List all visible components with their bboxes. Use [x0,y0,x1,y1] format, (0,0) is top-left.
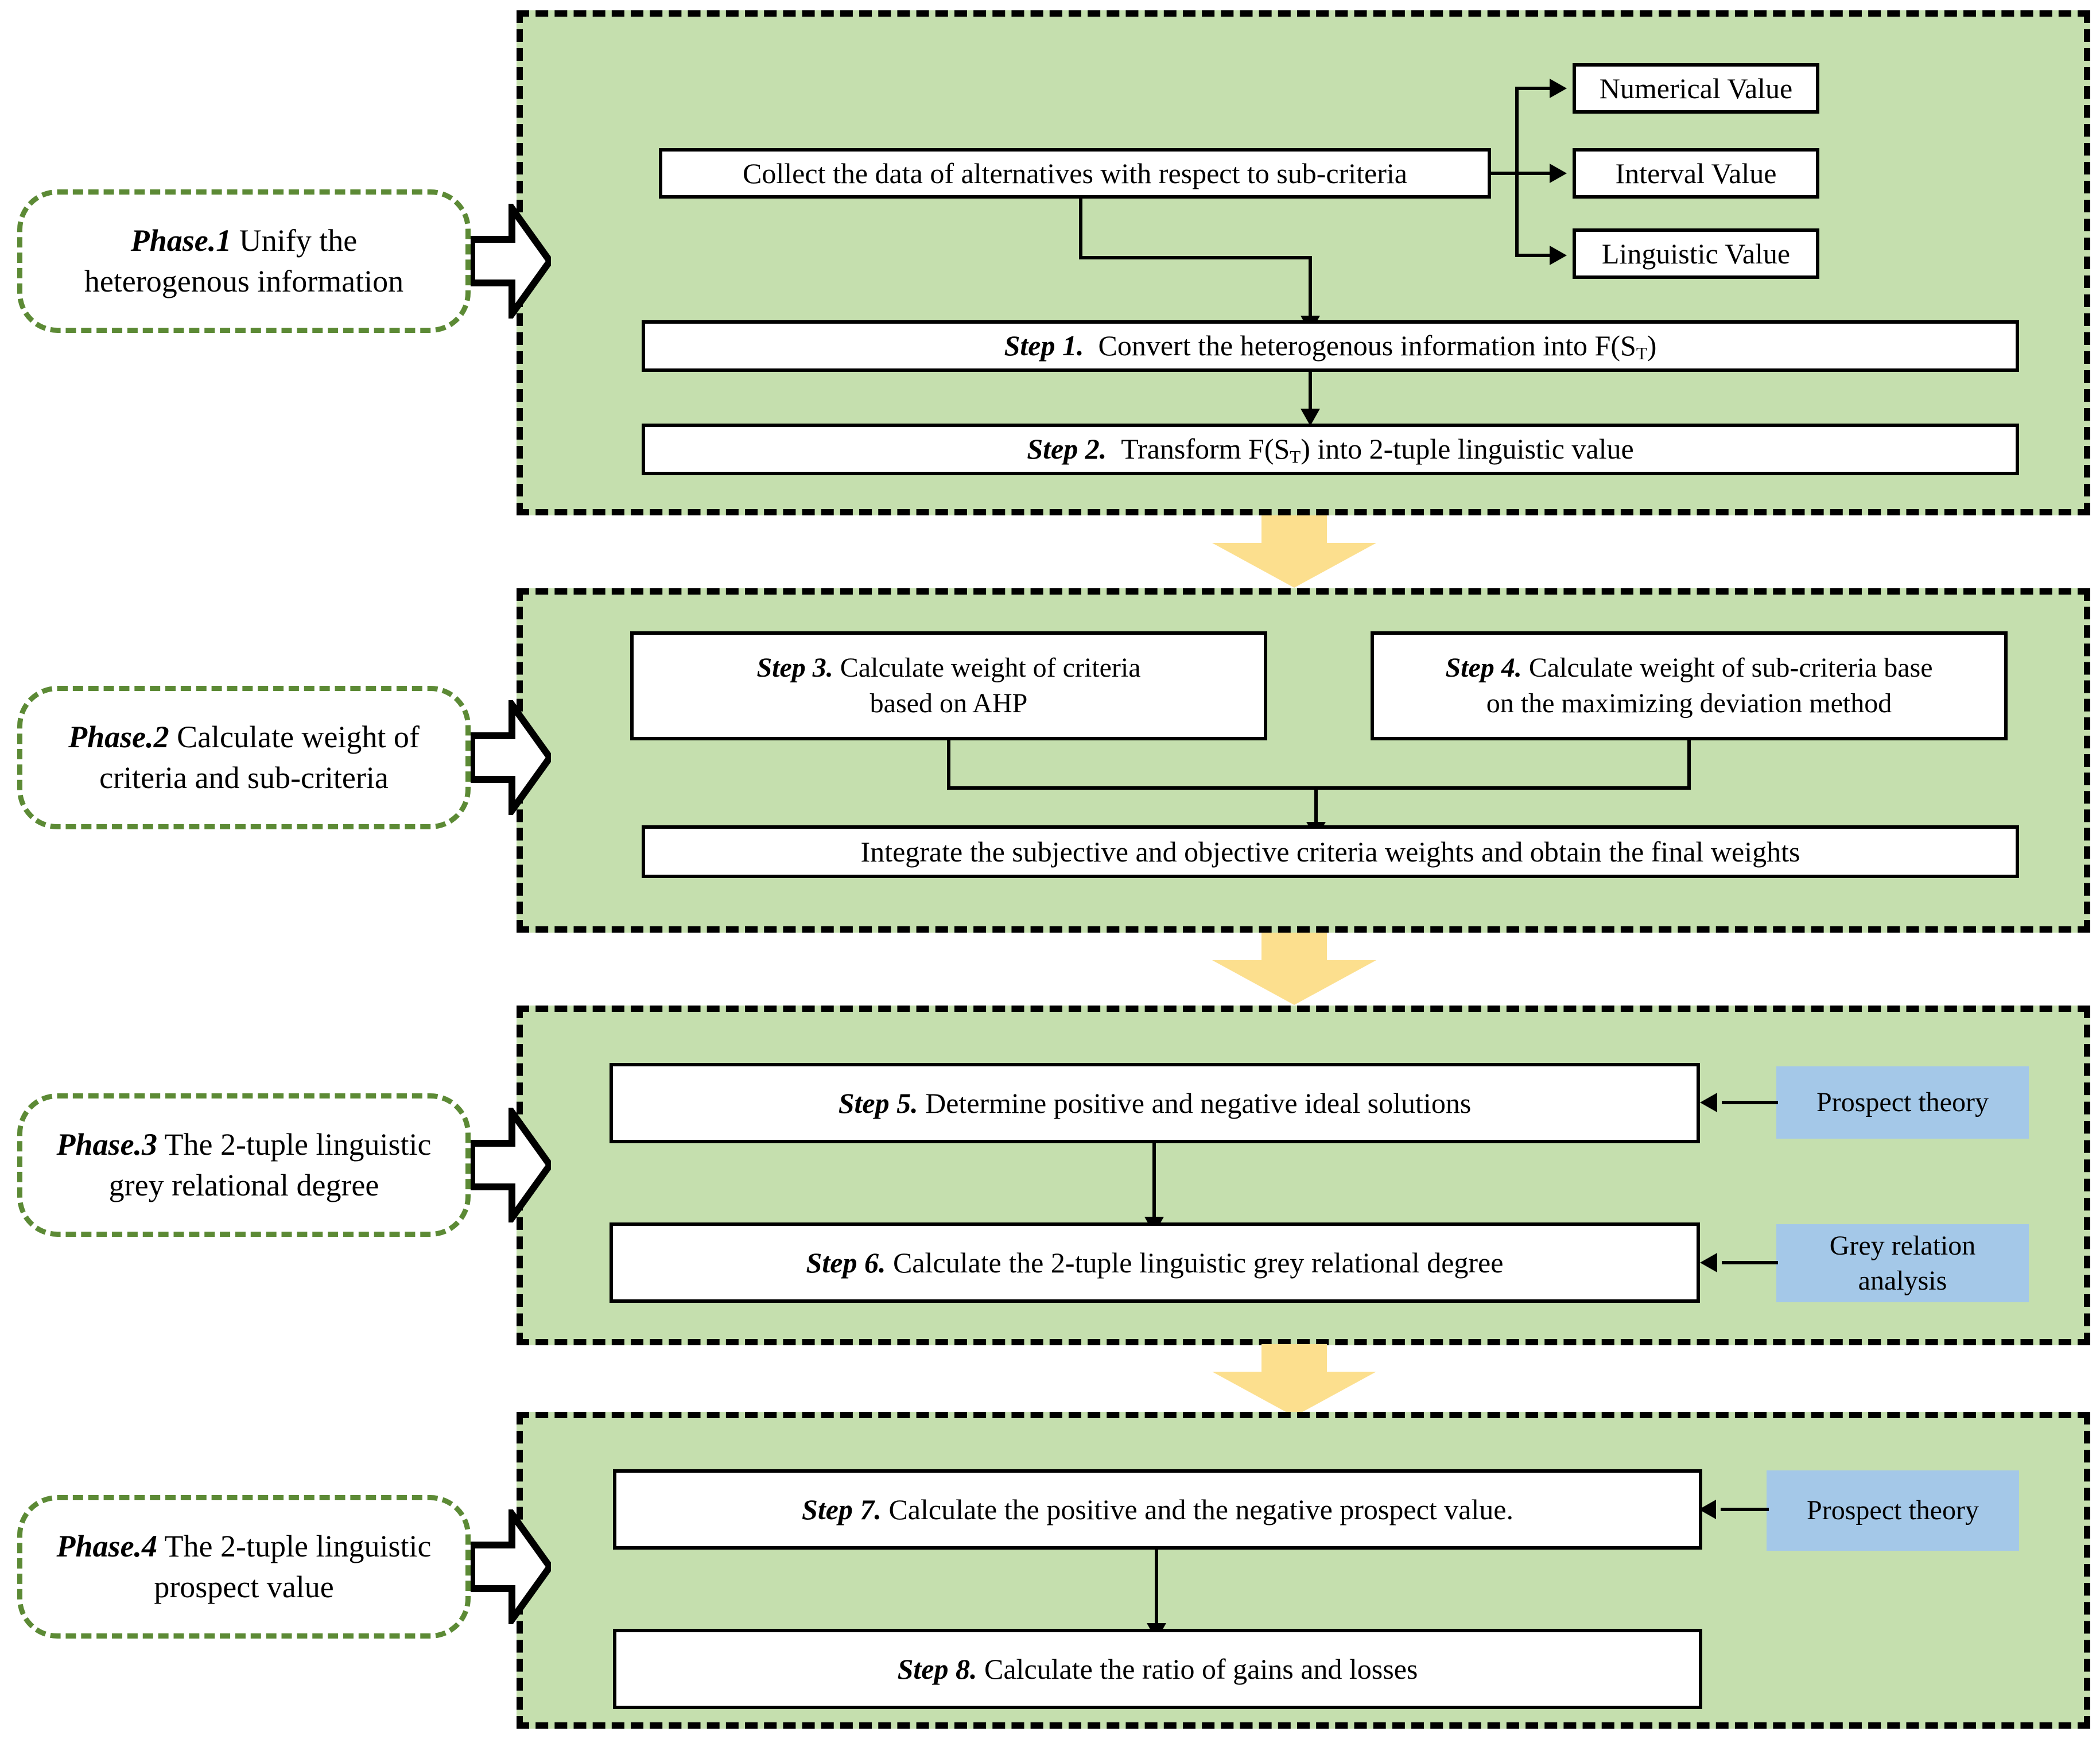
step-3-line1: Calculate weight of criteria [833,652,1141,683]
phase-2-line2: criteria and sub-criteria [99,760,389,795]
grey-relation-line1: Grey relation [1829,1230,1976,1261]
grey-relation-line2: analysis [1858,1266,1947,1296]
connector-to-numerical [1515,87,1551,90]
connector-to-interval [1515,172,1551,175]
step-7-box: Step 7. Calculate the positive and the n… [613,1469,1702,1550]
step-8-text: Calculate the ratio of gains and losses [977,1652,1418,1685]
step-1-text: Convert the heterogenous information int… [1098,329,1636,362]
phase-2-tag: Phase.2 [68,719,169,754]
prospect-theory-label-phase3: Prospect theory [1816,1087,1989,1118]
phase-3-line2: grey relational degree [108,1168,379,1202]
arrowhead-to-linguistic [1550,246,1567,265]
phase-2-line1: Calculate weight of [169,719,420,754]
step-3-line2: based on AHP [869,688,1028,719]
inter-phase-arrow-2-3-icon [1212,933,1376,1005]
arrowhead-to-interval [1550,164,1567,183]
prospect-theory-box-phase3: Prospect theory [1776,1066,2029,1139]
phase-1-line1: Unify the [231,223,358,258]
step-1-tag: Step 1. [1004,329,1084,362]
step-4-line1: Calculate weight of sub-criteria base [1521,652,1933,683]
step-7-text: Calculate the positive and the negative … [881,1493,1513,1525]
step-5-tag: Step 5. [838,1086,918,1119]
step-6-text: Calculate the 2-tuple linguistic grey re… [886,1246,1504,1279]
collect-data-label: Collect the data of alternatives with re… [743,157,1407,189]
step-1-subscript: T [1636,343,1647,363]
phase-3-line1: The 2-tuple linguistic [157,1127,432,1162]
phase-4-label: Phase.4 The 2-tuple linguistic prospect … [17,1495,471,1639]
connector-collect-down [1079,199,1082,259]
phase-2-chevron-icon [471,700,551,815]
connector-step3-down [947,740,950,790]
step-2-tag: Step 2. [1027,432,1107,465]
phase-4-line1: The 2-tuple linguistic [157,1528,432,1563]
step-3-box: Step 3. Calculate weight of criteria base… [630,631,1267,740]
phase-2-label: Phase.2 Calculate weight of criteria and… [17,686,471,829]
prospect-theory-box-phase4: Prospect theory [1767,1470,2019,1551]
inter-phase-arrow-3-4-icon [1212,1344,1376,1416]
connector-collect-trunk [1491,172,1519,175]
step-4-box: Step 4. Calculate weight of sub-criteria… [1371,631,2008,740]
step-2-subscript: T [1290,446,1301,467]
step-8-tag: Step 8. [897,1652,977,1685]
step-2-box: Step 2. Transform F(ST) into 2-tuple lin… [642,424,2019,475]
linguistic-value-label: Linguistic Value [1601,237,1791,270]
interval-value-label: Interval Value [1615,157,1777,189]
connector-prospect-to-step5 [1722,1101,1778,1104]
step-1-box: Step 1. Convert the heterogenous informa… [642,320,2019,372]
step-4-tag: Step 4. [1445,652,1522,683]
step-5-box: Step 5. Determine positive and negative … [610,1063,1700,1143]
arrowhead-grey-to-step6 [1700,1253,1717,1272]
integrate-weights-box: Integrate the subjective and objective c… [642,825,2019,878]
connector-merge-bar [947,786,1691,790]
phase-3-chevron-icon [471,1108,551,1222]
numerical-value-label: Numerical Value [1599,72,1793,104]
arrowhead-to-numerical [1550,79,1567,98]
phase-4-line2: prospect value [154,1570,334,1604]
connector-collect-elbow [1079,256,1312,259]
step-5-text: Determine positive and negative ideal so… [918,1086,1472,1119]
connector-prospect-to-step7 [1721,1508,1769,1511]
phase-3-label: Phase.3 The 2-tuple linguistic grey rela… [17,1093,471,1237]
inter-phase-arrow-1-2-icon [1212,515,1376,588]
integrate-weights-label: Integrate the subjective and objective c… [860,835,1800,868]
prospect-theory-label-phase4: Prospect theory [1807,1495,1979,1526]
arrowhead-prospect-to-step7 [1699,1500,1716,1519]
linguistic-value-box: Linguistic Value [1573,228,1819,279]
connector-to-linguistic [1515,254,1551,257]
step-3-tag: Step 3. [756,652,833,683]
numerical-value-box: Numerical Value [1573,63,1819,114]
connector-collect-to-step1 [1309,256,1312,323]
step-8-box: Step 8. Calculate the ratio of gains and… [613,1629,1702,1709]
phase-4-chevron-icon [471,1509,551,1624]
interval-value-box: Interval Value [1573,148,1819,199]
step-6-tag: Step 6. [806,1246,886,1279]
connector-merge-down [1314,786,1318,828]
phase-1-chevron-icon [471,204,551,319]
step-7-tag: Step 7. [802,1493,882,1525]
arrowhead-prospect-to-step5 [1700,1093,1717,1112]
phase-3-tag: Phase.3 [56,1127,158,1162]
step-4-line2: on the maximizing deviation method [1486,688,1892,719]
phase-1-tag: Phase.1 [130,223,232,258]
grey-relation-analysis-box: Grey relation analysis [1776,1224,2029,1302]
step-1-tail: ) [1647,329,1657,362]
step-2-text: Transform F(S [1121,432,1290,465]
connector-step1-step2 [1309,372,1312,416]
phase-1-line2: heterogenous information [84,264,404,298]
step-2-tail: ) into 2-tuple linguistic value [1301,432,1634,465]
phase-4-tag: Phase.4 [56,1528,158,1563]
arrowhead-to-step2 [1301,409,1320,426]
step-6-box: Step 6. Calculate the 2-tuple linguistic… [610,1222,1700,1303]
connector-step4-down [1687,740,1691,790]
connector-step5-step6 [1152,1143,1156,1225]
connector-step7-step8 [1155,1550,1158,1631]
connector-grey-to-step6 [1722,1261,1778,1264]
collect-data-box: Collect the data of alternatives with re… [659,148,1491,199]
phase-1-label: Phase.1 Unify the heterogenous informati… [17,189,471,333]
